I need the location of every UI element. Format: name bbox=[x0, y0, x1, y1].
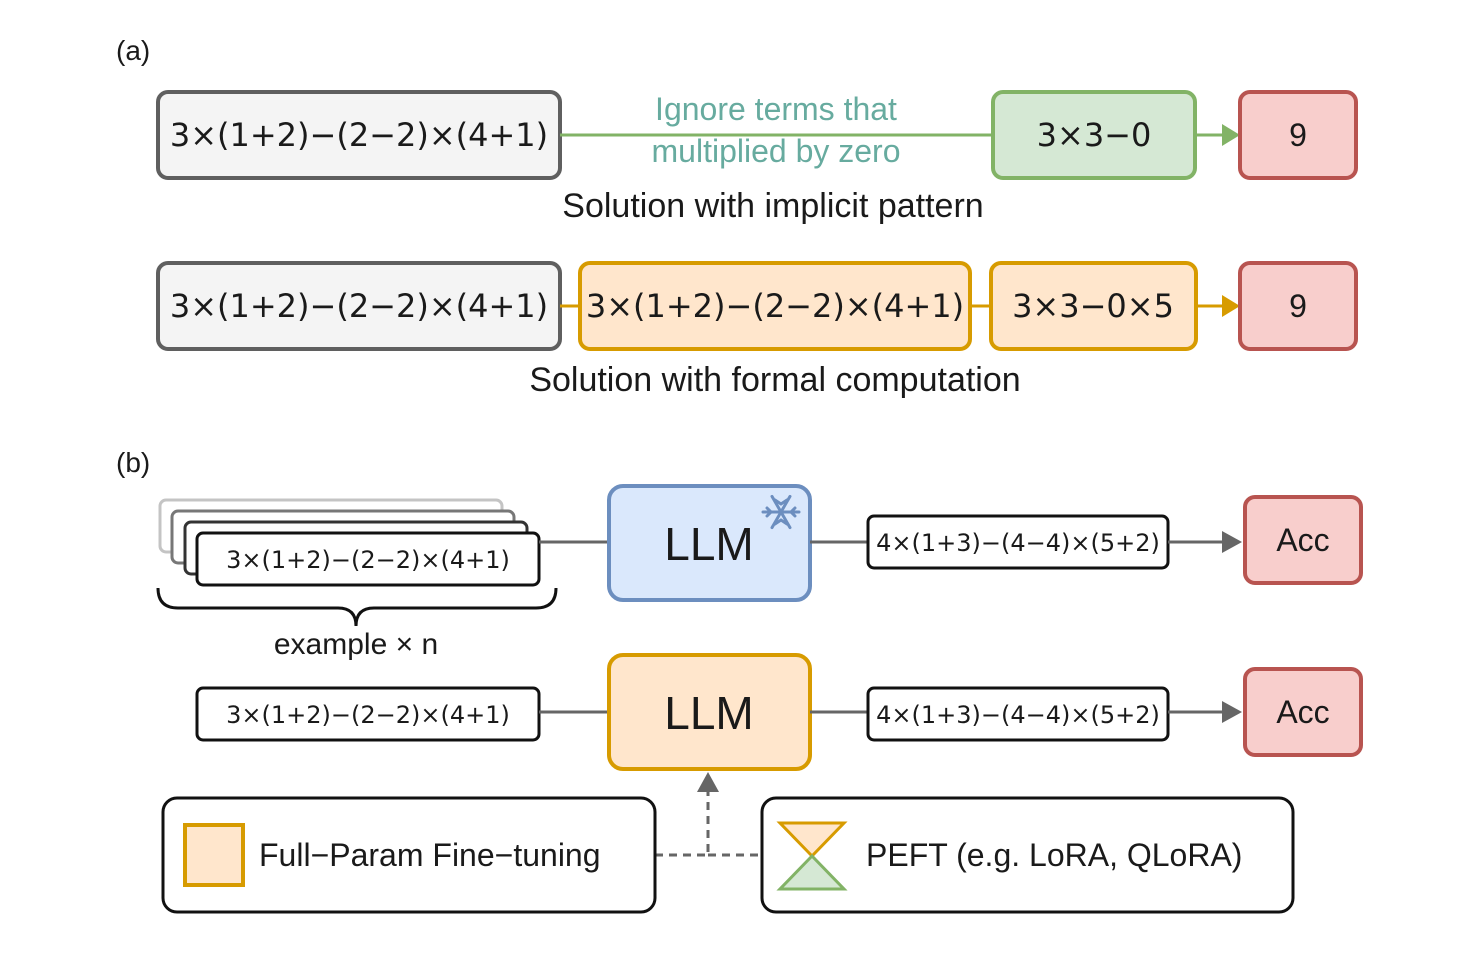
llm-label: LLM bbox=[664, 518, 753, 570]
row-in-context: 3×(1+2)−(2−2)×(4+1) example × n LLM 4×(1… bbox=[156, 484, 1363, 661]
arrow-head bbox=[1222, 295, 1240, 317]
legend-peft-label: PEFT (e.g. LoRA, QLoRA) bbox=[866, 837, 1242, 873]
result-box bbox=[1238, 261, 1358, 351]
input-expression: 3×(1+2)−(2−2)×(4+1) bbox=[170, 116, 548, 154]
result-value: 9 bbox=[1289, 117, 1307, 153]
tuning-connector bbox=[655, 772, 762, 857]
result-box bbox=[1238, 90, 1358, 180]
panel-b-label: (b) bbox=[116, 447, 150, 478]
legend-full-param: Full−Param Fine−tuning bbox=[161, 796, 657, 914]
result-value: 9 bbox=[1289, 288, 1307, 324]
hourglass-icon bbox=[776, 821, 848, 891]
example-card-front bbox=[195, 531, 541, 587]
brace bbox=[156, 587, 558, 627]
annotation-line-2: multiplied by zero bbox=[652, 133, 901, 169]
row-formal: 3×(1+2)−(2−2)×(4+1) 3×(1+2)−(2−2)×(4+1) … bbox=[156, 261, 1358, 399]
orange-swatch-icon bbox=[183, 823, 245, 887]
acc-box bbox=[1243, 495, 1363, 585]
brace-label: example × n bbox=[274, 628, 438, 661]
step2-expression: 3×3−0×5 bbox=[1012, 287, 1174, 325]
step1-expression: 3×(1+2)−(2−2)×(4+1) bbox=[586, 287, 964, 325]
row-implicit: 3×(1+2)−(2−2)×(4+1) Ignore terms that mu… bbox=[156, 90, 1358, 225]
panel-a-label: (a) bbox=[116, 35, 150, 66]
legend-full-label: Full−Param Fine−tuning bbox=[259, 837, 601, 873]
legend-box bbox=[161, 796, 657, 914]
row-fine-tuning: 3×(1+2)−(2−2)×(4+1) LLM 4×(1+3)−(4−4)×(5… bbox=[195, 653, 1363, 771]
acc-label: Acc bbox=[1276, 522, 1329, 558]
acc-box bbox=[1243, 667, 1363, 757]
arrow-head bbox=[1222, 531, 1242, 553]
llm-label: LLM bbox=[664, 687, 753, 739]
legend-box bbox=[760, 796, 1295, 914]
arrow-head bbox=[1222, 124, 1240, 146]
input-expression: 3×(1+2)−(2−2)×(4+1) bbox=[170, 287, 548, 325]
test-box bbox=[866, 686, 1170, 742]
example-expression: 3×(1+2)−(2−2)×(4+1) bbox=[226, 546, 510, 574]
annotation-line-1: Ignore terms that bbox=[655, 91, 897, 127]
test-expression: 4×(1+3)−(4−4)×(5+2) bbox=[876, 701, 1160, 729]
legend-peft: PEFT (e.g. LoRA, QLoRA) bbox=[760, 796, 1295, 914]
test-expression: 4×(1+3)−(4−4)×(5+2) bbox=[876, 529, 1160, 557]
step-expression: 3×3−0 bbox=[1037, 116, 1152, 154]
snowflake-icon bbox=[761, 494, 801, 530]
caption-implicit: Solution with implicit pattern bbox=[562, 187, 983, 225]
arrow-head bbox=[1222, 701, 1242, 723]
caption-formal: Solution with formal computation bbox=[529, 361, 1020, 399]
example-expression: 3×(1+2)−(2−2)×(4+1) bbox=[226, 701, 510, 729]
acc-label: Acc bbox=[1276, 694, 1329, 730]
arrow-head bbox=[697, 772, 719, 792]
example-card bbox=[195, 686, 541, 742]
